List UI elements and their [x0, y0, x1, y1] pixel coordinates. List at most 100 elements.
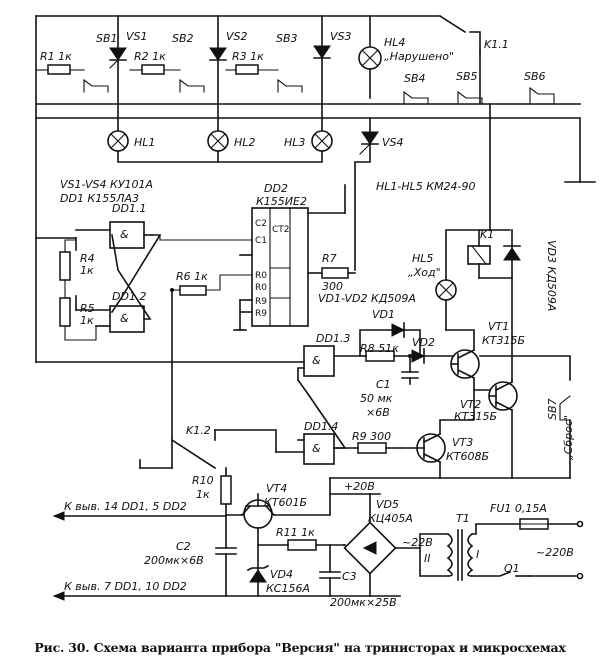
label-vt1: VT1 — [488, 320, 509, 333]
label-hl3: HL3 — [284, 136, 305, 149]
svg-text:КТ608Б: КТ608Б — [446, 450, 489, 463]
k11-wire — [469, 31, 481, 53]
resistor-r4 — [59, 251, 71, 281]
label-dd13: DD1.3 — [316, 332, 350, 345]
resistor-r11 — [287, 539, 317, 551]
k11-contact — [438, 14, 467, 34]
label-vs1: VS1 — [126, 30, 148, 43]
label-t1: T1 — [456, 512, 470, 525]
label-r5: R5 — [80, 302, 95, 315]
svg-text:1к: 1к — [80, 264, 94, 277]
note-hl: HL1-HL5 КМ24-90 — [376, 180, 476, 193]
resistor-r1 — [47, 64, 71, 75]
resistor-r5 — [59, 297, 71, 327]
svg-text:&: & — [120, 228, 129, 241]
label-r10: R10 — [192, 474, 214, 487]
label-hl4-name: „Нарушено" — [384, 50, 454, 63]
svg-text:КТ315Б: КТ315Б — [482, 334, 525, 347]
svg-text:II: II — [424, 552, 431, 565]
resistor-r2 — [141, 64, 165, 75]
switch-sb7 — [559, 395, 571, 421]
label-dd14: DD1.4 — [304, 420, 338, 433]
label-c1: C1 — [376, 378, 391, 391]
gate-dd1-2 — [109, 305, 145, 333]
svg-text:&: & — [120, 312, 129, 325]
thyristor-vs2 — [209, 47, 227, 61]
svg-text:R0: R0 — [255, 271, 267, 281]
label-sb7: SB7 — [546, 398, 559, 420]
label-k12: K1.2 — [186, 424, 211, 437]
label-hl2: HL2 — [234, 136, 255, 149]
label-plus20v: +20В — [344, 480, 375, 493]
switch-sb2 — [179, 78, 205, 93]
label-sb4: SB4 — [404, 72, 426, 85]
svg-text:R0: R0 — [255, 283, 267, 293]
gate-dd1-4 — [303, 433, 335, 465]
gate-dd1-1 — [109, 221, 145, 249]
svg-text:200мк×6В: 200мк×6В — [144, 554, 204, 567]
note-vs: VS1-VS4 КУ101А — [60, 178, 153, 191]
svg-text:&: & — [312, 442, 321, 455]
label-out2: К выв. 7 DD1, 10 DD2 — [64, 580, 187, 593]
thyristor-vs4 — [361, 131, 379, 145]
label-r4: R4 — [80, 252, 95, 265]
svg-text:&: & — [312, 354, 321, 367]
resistor-r9 — [357, 442, 387, 454]
svg-text:300: 300 — [322, 280, 343, 293]
svg-text:„Сброс": „Сброс" — [562, 415, 575, 460]
svg-text:VD1: VD1 — [372, 308, 395, 321]
label-sb1: SB1 — [96, 32, 118, 45]
label-vd5: VD5 — [376, 498, 399, 511]
svg-text:50 мк: 50 мк — [360, 392, 393, 405]
label-hl1: HL1 — [134, 136, 155, 149]
label-hl4: HL4 — [384, 36, 405, 49]
zener-vd4 — [249, 569, 267, 583]
switch-sb5 — [457, 90, 483, 105]
label-r7: R7 — [322, 252, 337, 265]
svg-text:×6В: ×6В — [366, 406, 390, 419]
svg-text:КТ601Б: КТ601Б — [264, 496, 307, 509]
svg-text:I: I — [476, 548, 479, 561]
label-vs3: VS3 — [330, 30, 352, 43]
svg-text:С1: С1 — [255, 236, 267, 246]
svg-text:„Ход": „Ход" — [408, 266, 441, 279]
label-220v: ~220В — [536, 546, 574, 559]
switch-sb1 — [83, 78, 109, 93]
label-dd12: DD1.2 — [112, 290, 146, 303]
label-fu1: FU1 0,15А — [490, 502, 547, 515]
label-sb5: SB5 — [456, 70, 478, 83]
thyristor-vs3 — [313, 45, 331, 59]
label-r8: R8 51к — [360, 342, 399, 355]
svg-text:1к: 1к — [80, 314, 94, 327]
svg-text:R9: R9 — [255, 297, 267, 307]
thyristor-vs1 — [109, 47, 127, 61]
label-sb6: SB6 — [524, 70, 546, 83]
diode-vd3 — [503, 247, 521, 261]
label-r3: R3 1к — [232, 50, 264, 63]
svg-text:200мк×25В: 200мк×25В — [330, 596, 397, 609]
label-r9: R9 300 — [352, 430, 391, 443]
label-sb3: SB3 — [276, 32, 298, 45]
label-k11: K1.1 — [484, 38, 509, 51]
label-22v: ~22В — [402, 536, 433, 549]
svg-text:R9: R9 — [255, 309, 267, 319]
label-dd2: DD2 — [264, 182, 288, 195]
label-dd2-type: К155ИЕ2 — [256, 195, 307, 208]
svg-text:С2: С2 — [255, 219, 267, 229]
svg-text:СТ2: СТ2 — [272, 225, 290, 235]
label-r2: R2 1к — [134, 50, 166, 63]
label-dd11: DD1.1 — [112, 202, 146, 215]
label-out1: К выв. 14 DD1, 5 DD2 — [64, 500, 187, 513]
switch-sb6 — [529, 86, 555, 105]
label-vd12: VD1-VD2 КД509А — [318, 292, 416, 305]
label-r1: R1 1к — [40, 50, 72, 63]
svg-text:КТ315Б: КТ315Б — [454, 410, 497, 423]
label-c2: C2 — [176, 540, 191, 553]
figure-caption: Рис. 30. Схема варианта прибора "Версия"… — [34, 640, 566, 655]
label-r11: R11 1к — [276, 526, 315, 539]
switch-sb3 — [277, 78, 303, 93]
label-vd3: VD3 КД509А — [545, 240, 558, 311]
label-vs2: VS2 — [226, 30, 248, 43]
label-hl5: HL5 — [412, 252, 433, 265]
label-vt3: VT3 — [452, 436, 473, 449]
